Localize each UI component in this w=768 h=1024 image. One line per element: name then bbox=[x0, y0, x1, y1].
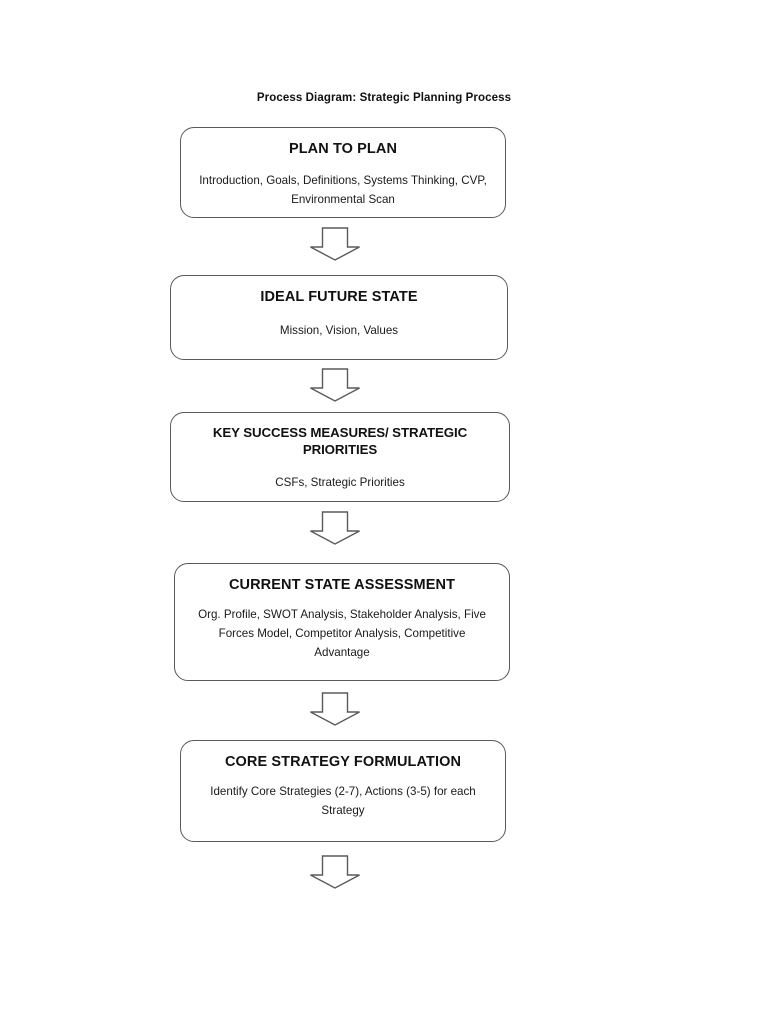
page-title: Process Diagram: Strategic Planning Proc… bbox=[256, 92, 512, 104]
flow-box-heading: CORE STRATEGY FORMULATION bbox=[224, 754, 462, 770]
down-block-arrow-icon bbox=[309, 227, 361, 261]
down-block-arrow-icon bbox=[309, 855, 361, 889]
flow-box-body: Mission, Vision, Values bbox=[279, 324, 399, 338]
down-block-arrow-icon bbox=[309, 511, 361, 545]
flow-box-body: Org. Profile, SWOT Analysis, Stakeholder… bbox=[198, 608, 486, 659]
down-block-arrow-icon bbox=[309, 368, 361, 402]
flow-box-heading: CURRENT STATE ASSESSMENT bbox=[228, 577, 456, 593]
flow-box-heading: KEY SUCCESS MEASURES/ STRATEGIC PRIORITI… bbox=[212, 425, 468, 457]
flow-box-body: Introduction, Goals, Definitions, System… bbox=[199, 174, 487, 206]
flow-box-body: Identify Core Strategies (2-7), Actions … bbox=[210, 785, 476, 817]
flow-box-plan-to-plan[interactable]: PLAN TO PLAN Introduction, Goals, Defini… bbox=[180, 127, 506, 218]
down-block-arrow-icon bbox=[309, 692, 361, 726]
flow-box-body: CSFs, Strategic Priorities bbox=[275, 476, 405, 490]
flow-box-core-strategy-formulation[interactable]: CORE STRATEGY FORMULATION Identify Core … bbox=[180, 740, 506, 842]
flow-box-key-success-measures[interactable]: KEY SUCCESS MEASURES/ STRATEGIC PRIORITI… bbox=[170, 412, 510, 502]
flow-box-heading: PLAN TO PLAN bbox=[288, 141, 398, 157]
flow-box-current-state-assessment[interactable]: CURRENT STATE ASSESSMENT Org. Profile, S… bbox=[174, 563, 510, 681]
flow-box-ideal-future-state[interactable]: IDEAL FUTURE STATE Mission, Vision, Valu… bbox=[170, 275, 508, 360]
flow-box-heading: IDEAL FUTURE STATE bbox=[260, 289, 418, 305]
